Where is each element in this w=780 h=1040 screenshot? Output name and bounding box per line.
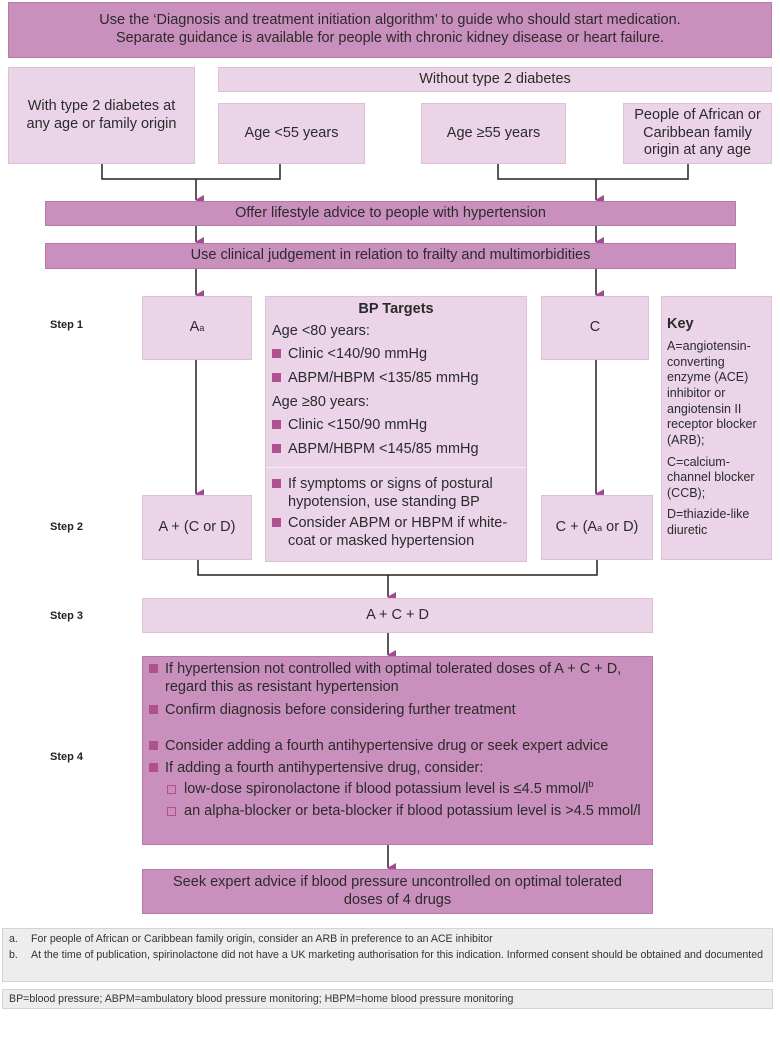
step2-c-text: C + (A	[555, 518, 598, 535]
bullet-icon	[272, 444, 281, 454]
step1-a-text: A	[189, 319, 200, 336]
step4-item: If hypertension not controlled with opti…	[149, 661, 646, 696]
step-1-label: Step 1	[50, 319, 84, 331]
bullet-icon	[272, 349, 281, 359]
step-3-label: Step 3	[50, 610, 84, 622]
step2-c-suffix: or D)	[602, 518, 639, 535]
lifestyle-advice-bar: Offer lifestyle advice to people with hy…	[45, 201, 736, 226]
bp-notes: If symptoms or signs of postural hypoten…	[266, 466, 526, 551]
bp-target-text: ABPM/HBPM <145/85 mmHg	[288, 441, 479, 458]
bullet-icon	[149, 741, 158, 751]
bullet-icon	[272, 478, 281, 488]
bp-age-under-80: Age <80 years:	[272, 322, 370, 339]
bp-targets-panel: BP Targets Age <80 years: Clinic <140/90…	[265, 296, 527, 562]
step4-item: If adding a fourth antihypertensive drug…	[149, 760, 646, 778]
header-line-2: Separate guidance is available for peopl…	[115, 30, 665, 46]
abbreviations-panel: BP=blood pressure; ABPM=ambulatory blood…	[2, 989, 773, 1009]
bp-note-text: Consider ABPM or HBPM if white-coat or m…	[288, 515, 508, 549]
bp-target-text: Clinic <140/90 mmHg	[288, 346, 428, 363]
key-title: Key	[667, 316, 694, 332]
group-age-under-55: Age <55 years	[218, 103, 365, 164]
step4-subitem: low-dose spironolactone if blood potassi…	[149, 779, 646, 799]
footnote-a-text: For people of African or Caribbean famil…	[31, 933, 493, 945]
footnote-b-text: At the time of publication, spirinolacto…	[31, 948, 764, 961]
header-banner: Use the ‘Diagnosis and treatment initiat…	[8, 2, 772, 58]
bp-target-text: Clinic <150/90 mmHg	[288, 417, 428, 434]
step4-item: Confirm diagnosis before considering fur…	[149, 702, 646, 720]
bp-note-item: If symptoms or signs of postural hypoten…	[272, 476, 520, 511]
bp-age-80-plus: Age ≥80 years:	[272, 393, 370, 410]
key-d: D=thiazide-like diuretic	[667, 507, 750, 537]
footnotes-panel: a. For people of African or Caribbean fa…	[2, 928, 773, 982]
group-age-55-plus: Age ≥55 years	[421, 103, 566, 164]
footnote-b: b. At the time of publication, spirinola…	[9, 949, 766, 963]
bp-target-item: Clinic <140/90 mmHg	[272, 346, 520, 364]
step4-item: Consider adding a fourth antihypertensiv…	[149, 738, 646, 756]
hollow-bullet-icon	[167, 785, 176, 795]
bp-note-text: If symptoms or signs of postural hypoten…	[288, 475, 493, 510]
step4-text: If adding a fourth antihypertensive drug…	[165, 759, 484, 776]
bp-targets-title: BP Targets	[358, 301, 434, 317]
header-line-1: Use the ‘Diagnosis and treatment initiat…	[99, 12, 681, 29]
group-with-type2-diabetes: With type 2 diabetes at any age or famil…	[8, 67, 195, 164]
group-without-type2-diabetes: Without type 2 diabetes	[218, 67, 772, 92]
seek-expert-advice-box: Seek expert advice if blood pressure unc…	[142, 869, 653, 914]
bp-target-item: ABPM/HBPM <135/85 mmHg	[272, 370, 520, 388]
key-c: C=calcium-channel blocker (CCB);	[667, 454, 755, 500]
step4-subitem: an alpha-blocker or beta-blocker if bloo…	[149, 803, 646, 821]
step-4-label: Step 4	[50, 751, 84, 763]
step1-drug-c: C	[541, 296, 649, 360]
bp-target-text: ABPM/HBPM <135/85 mmHg	[288, 370, 479, 387]
clinical-judgement-bar: Use clinical judgement in relation to fr…	[45, 243, 736, 269]
bp-note-item: Consider ABPM or HBPM if white-coat or m…	[272, 515, 520, 550]
bullet-icon	[149, 664, 158, 673]
step4-text: Consider adding a fourth antihypertensiv…	[165, 738, 609, 755]
bullet-icon	[272, 373, 281, 383]
step4-subtext: low-dose spironolactone if blood potassi…	[184, 779, 594, 798]
footnote-a: a. For people of African or Caribbean fa…	[9, 933, 766, 947]
bullet-icon	[149, 762, 158, 772]
footnote-b-marker: b	[588, 779, 594, 790]
step4-text: Confirm diagnosis before considering fur…	[165, 702, 516, 719]
step3-a-c-d: A + C + D	[142, 598, 653, 633]
step4-text: If hypertension not controlled with opti…	[165, 661, 622, 695]
footnote-b-label: b.	[9, 948, 18, 961]
step4-panel: If hypertension not controlled with opti…	[142, 656, 653, 845]
bullet-icon	[149, 705, 158, 715]
key-panel: Key A=angiotensin-converting enzyme (ACE…	[661, 296, 772, 560]
bullet-icon	[272, 420, 281, 430]
step-2-label: Step 2	[50, 521, 84, 533]
bullet-icon	[272, 518, 281, 528]
bp-target-item: ABPM/HBPM <145/85 mmHg	[272, 441, 520, 459]
group-african-caribbean: People of African or Caribbean family or…	[623, 103, 772, 164]
bp-target-item: Clinic <150/90 mmHg	[272, 417, 520, 435]
key-a: A=angiotensin-converting enzyme (ACE) in…	[667, 339, 757, 447]
footnote-a-label: a.	[9, 933, 18, 945]
step2-a-plus-c-or-d: A + (C or D)	[142, 495, 252, 560]
hollow-bullet-icon	[167, 807, 176, 817]
step4-subtext: an alpha-blocker or beta-blocker if bloo…	[184, 803, 641, 820]
